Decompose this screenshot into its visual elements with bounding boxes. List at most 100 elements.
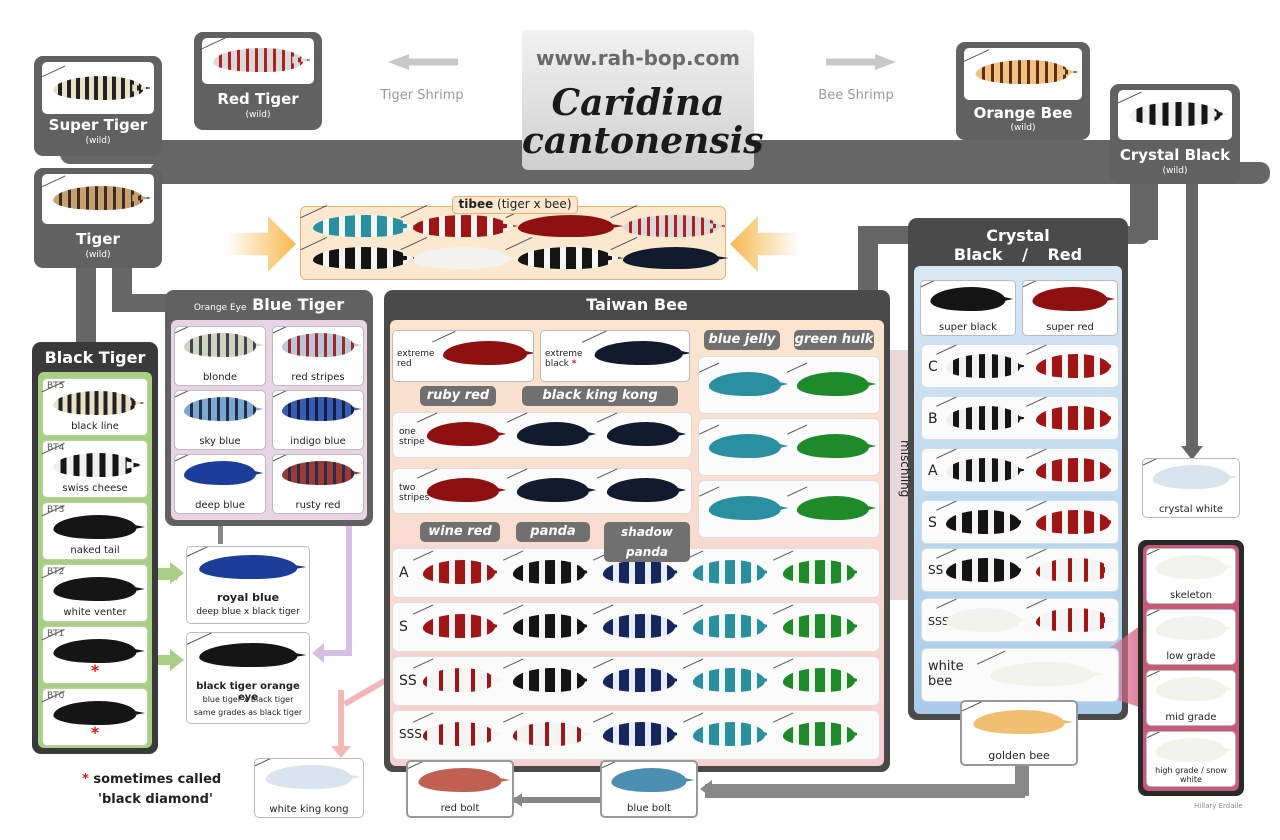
crystal-row-b: B (921, 396, 1119, 440)
bt5-label: black line (71, 421, 119, 432)
arrow-down-icon (218, 526, 223, 544)
jelly-row-1 (698, 356, 880, 414)
crystal-grade-ss: SS (928, 563, 944, 577)
arrow-left-icon (700, 780, 712, 798)
super-tiger-box[interactable]: Super Tiger (wild) (34, 56, 162, 156)
website[interactable]: www.rah-bop.com (535, 46, 741, 70)
one-stripe-row: one stripe (392, 412, 692, 458)
blonde-label: blonde (202, 372, 238, 383)
arrow-left-icon (730, 216, 800, 272)
two-stripes-row: two stripes (392, 468, 692, 514)
crystal-red: Red (1047, 245, 1083, 264)
crystal-grade-c: C (928, 359, 938, 375)
red-bolt-tile[interactable]: red bolt (406, 760, 514, 818)
one-stripe-label: one stripe (399, 427, 425, 447)
crystal-white-tile[interactable]: crystal white (1142, 458, 1240, 518)
bt4-label: swiss cheese (62, 483, 128, 494)
crystal-white-label: crystal white (1158, 504, 1224, 515)
blue-tiger-title: Orange Eye Blue Tiger (165, 295, 373, 314)
tiger-box[interactable]: Tiger (wild) (34, 168, 162, 268)
footnote-text1: sometimes called (93, 772, 222, 787)
orange-bee-box[interactable]: Orange Bee (wild) (956, 42, 1090, 140)
super-red-tile[interactable]: super red (1022, 280, 1118, 336)
super-black-tile[interactable]: super black (920, 280, 1016, 336)
skeleton-label: skeleton (1169, 590, 1213, 601)
mid-grade-tile[interactable]: mid grade (1146, 670, 1236, 726)
white-bee-row: white bee (921, 648, 1119, 702)
sky-blue-tile[interactable]: sky blue (174, 390, 266, 450)
crystal-slash: / (1022, 245, 1028, 264)
flow-black-tiger (76, 260, 96, 360)
mid-grade-label: mid grade (1165, 712, 1217, 723)
sky-blue-label: sky blue (199, 436, 241, 447)
rusty-red-tile[interactable]: rusty red (272, 454, 364, 514)
bt4-tile[interactable]: BT4swiss cheese (42, 440, 148, 498)
super-red-label: super red (1046, 322, 1094, 333)
high-grade-tile[interactable]: high grade / snow white (1146, 731, 1236, 787)
taiwan-grade-s: S (399, 619, 408, 635)
bt0-tile[interactable]: BT0* (42, 688, 148, 746)
bee-shrimp-label: Bee Shrimp (818, 88, 894, 103)
royal-blue-tile[interactable]: royal blue deep blue x black tiger (186, 546, 310, 624)
arrow-right-icon (170, 562, 184, 584)
tiger-wild: (wild) (85, 250, 111, 260)
rusty-red-label: rusty red (295, 500, 341, 511)
deep-blue-label: deep blue (195, 500, 245, 511)
bt1-tile[interactable]: BT1* (42, 626, 148, 684)
page-title-line2: cantonensis (522, 120, 764, 162)
bt5-tile[interactable]: BT5black line (42, 378, 148, 436)
mischling-label: mischling (898, 440, 912, 498)
red-stripes-label: red stripes (291, 372, 345, 383)
crystal-grade-b: B (928, 411, 938, 427)
crystal-grade-s: S (928, 515, 937, 531)
red-bolt-label: red bolt (440, 803, 480, 814)
extreme-red-tile[interactable]: extreme red (392, 330, 534, 382)
low-grade-label: low grade (1166, 651, 1216, 662)
flow-lavender (346, 526, 352, 656)
indigo-blue-tile[interactable]: indigo blue (272, 390, 364, 450)
red-tiger-box[interactable]: Red Tiger (wild) (194, 32, 322, 130)
crystal-black-label: Crystal Black (1119, 146, 1231, 164)
extreme-red-label: extreme red (397, 349, 435, 369)
btoe-tile[interactable]: black tiger orange eye blue tiger x blac… (186, 632, 310, 724)
deep-blue-tile[interactable]: deep blue (174, 454, 266, 514)
crystal-black-image (1118, 90, 1232, 140)
bt3-tile[interactable]: BT3naked tail (42, 502, 148, 560)
tibee-title: tibee (458, 197, 494, 211)
flow-green-bar-2 (150, 655, 172, 665)
black-tiger-title: Black Tiger (44, 348, 146, 367)
btoe-desc1: blue tiger x black tiger (202, 695, 294, 704)
footnote-star: * (82, 772, 89, 787)
blue-bolt-label: blue bolt (627, 803, 671, 814)
skeleton-tile[interactable]: skeleton (1146, 548, 1236, 604)
red-stripes-tile[interactable]: red stripes (272, 326, 364, 386)
super-black-label: super black (939, 322, 997, 333)
flow-pink-down (338, 690, 344, 750)
golden-bee-tile[interactable]: golden bee (960, 700, 1078, 766)
mischling-bar (890, 350, 912, 600)
arrow-right-icon (170, 649, 184, 671)
blonde-tile[interactable]: blonde (174, 326, 266, 386)
black-king-kong-label: black king kong (522, 386, 678, 406)
flow-bolt (705, 784, 1025, 798)
white-king-kong-tile[interactable]: white king kong (254, 758, 364, 818)
tibee-subtitle: (tiger x bee) (497, 197, 572, 211)
low-grade-tile[interactable]: low grade (1146, 609, 1236, 665)
btoe-name: black tiger orange eye (196, 681, 300, 703)
jelly-row-2 (698, 418, 880, 476)
crystal-row-ss: SS (921, 548, 1119, 592)
blue-bolt-tile[interactable]: blue bolt (600, 760, 698, 818)
red-tiger-wild: (wild) (245, 110, 271, 120)
crystal-black: Black (953, 245, 1003, 264)
crystal-black-wild-box[interactable]: Crystal Black (wild) (1110, 84, 1240, 184)
footnote-line2: 'black diamond' (98, 792, 213, 807)
flow-red-bolt (510, 797, 610, 803)
blue-tiger-name: Blue Tiger (252, 295, 345, 314)
flow-blue-tiger-h (112, 294, 182, 312)
bt2-tile[interactable]: BT2white venter (42, 564, 148, 622)
crystal-grade-a: A (928, 463, 938, 479)
taiwan-grade-sss: SSS (399, 727, 422, 741)
taiwan-grade-a: A (399, 565, 409, 581)
arrow-down-crystal-white (1181, 446, 1203, 460)
extreme-black-tile[interactable]: extreme black * (540, 330, 690, 382)
